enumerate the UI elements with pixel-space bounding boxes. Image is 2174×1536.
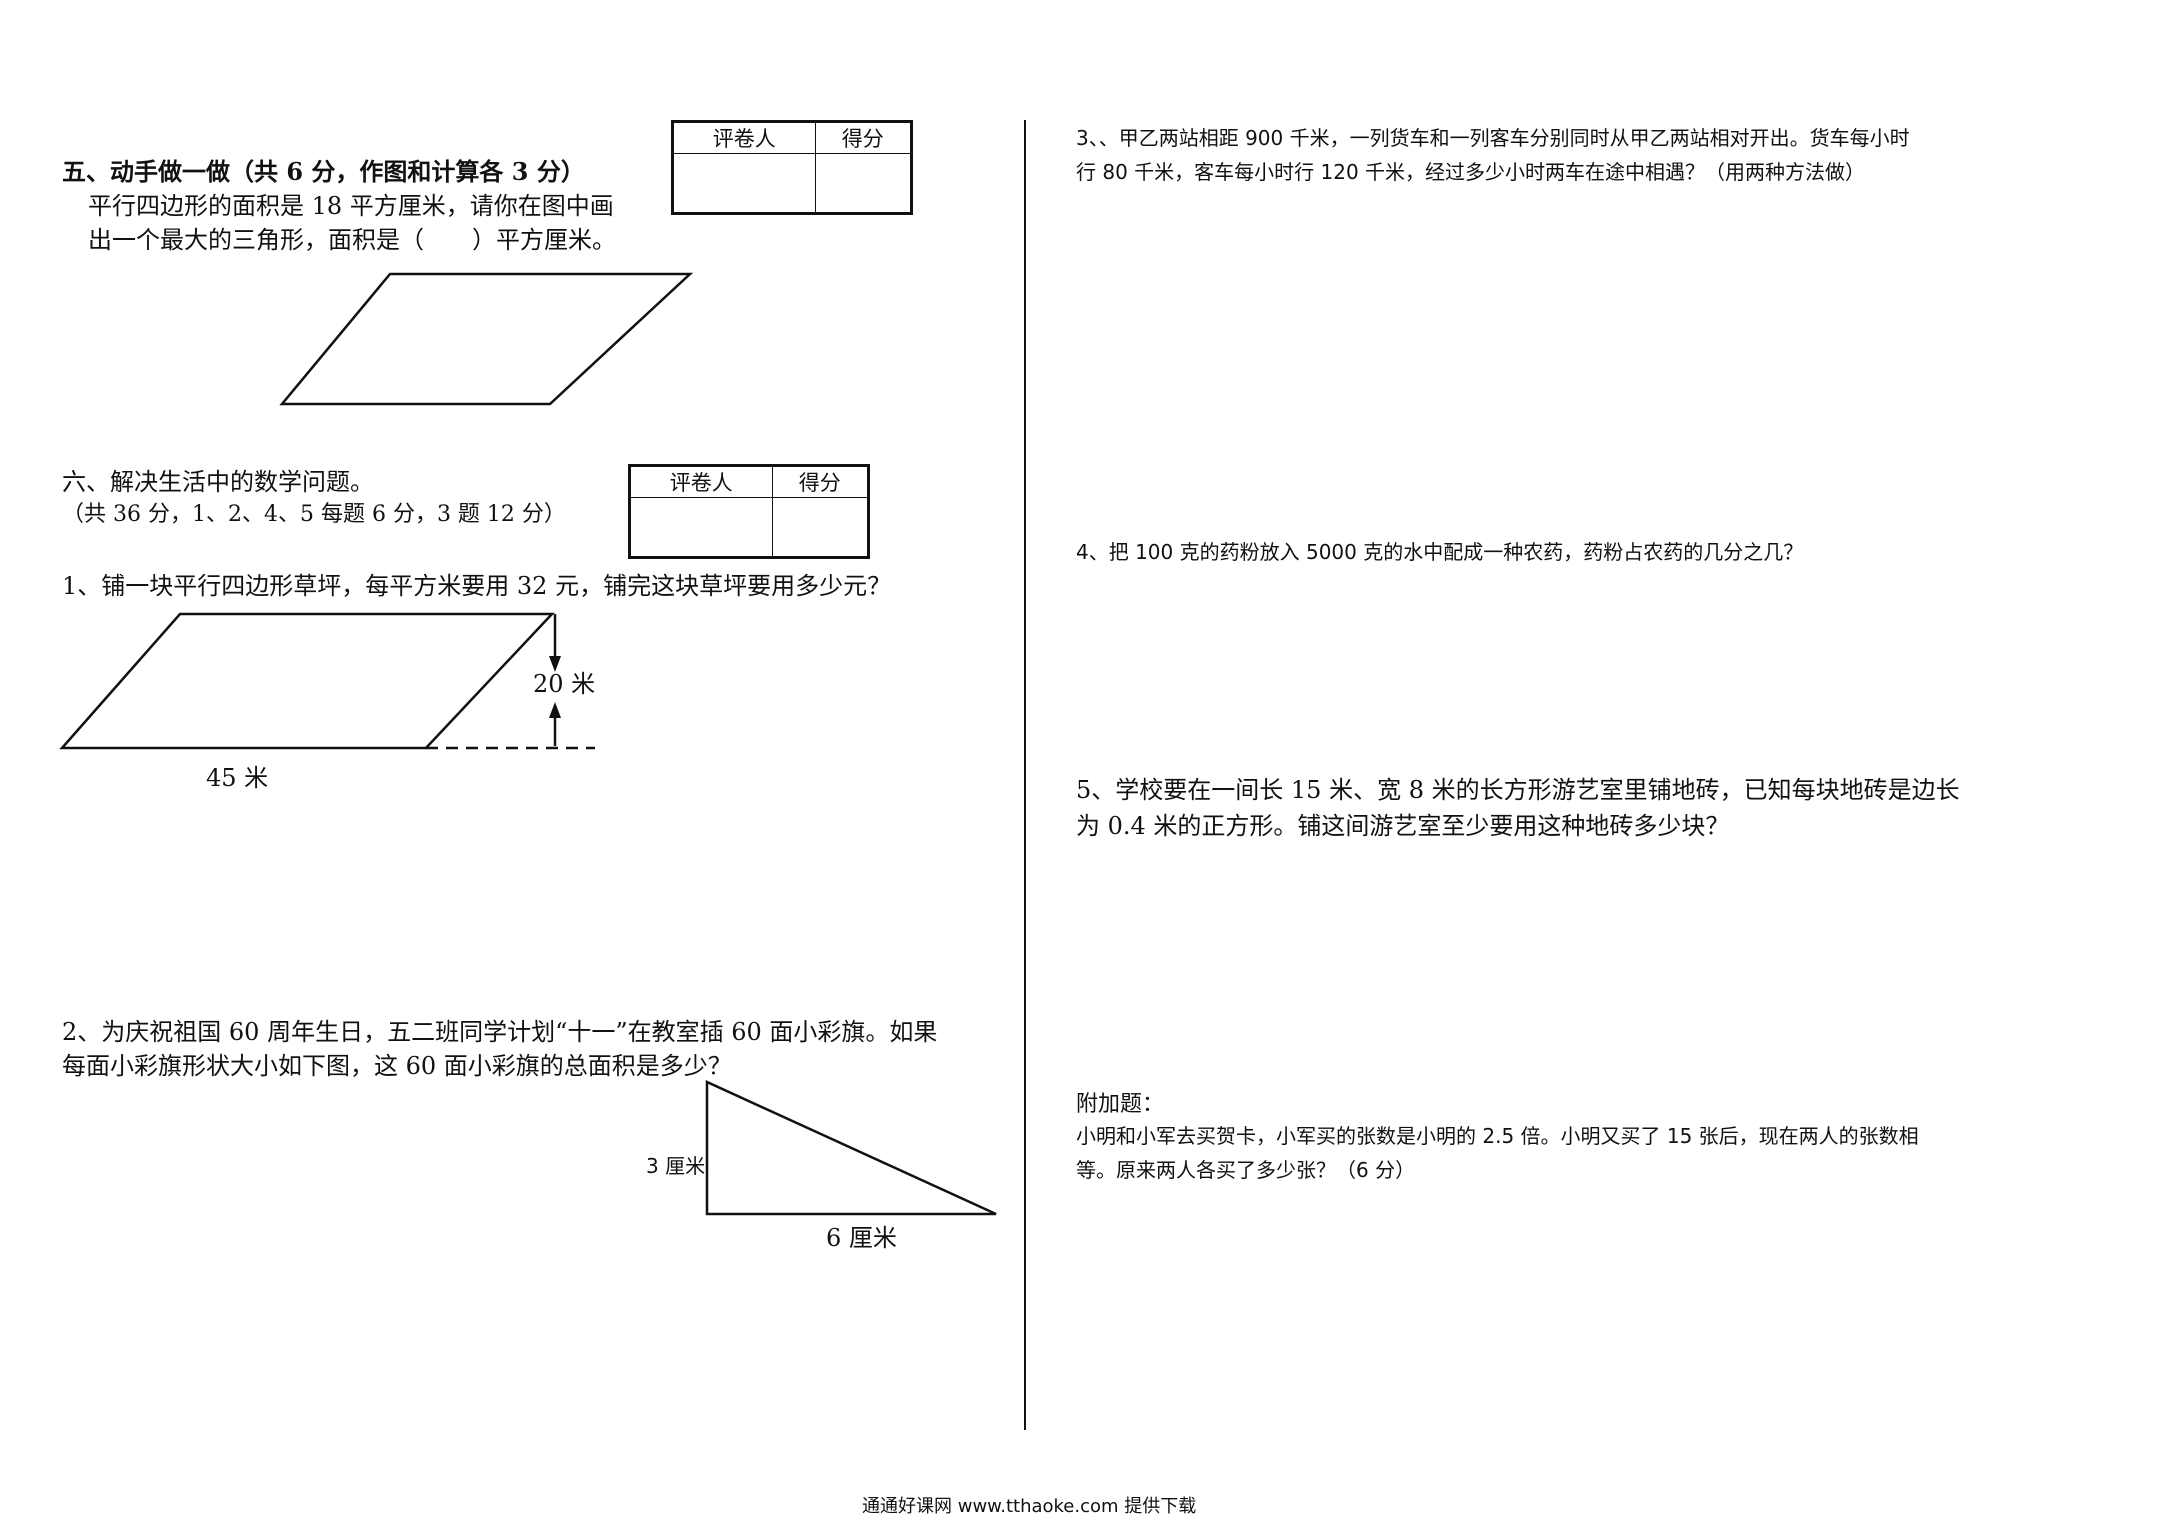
grader-header: 评卷人 (672, 121, 816, 154)
section-5-line-2: 出一个最大的三角形，面积是（ ）平方厘米。 (88, 226, 616, 254)
score-cell[interactable] (814, 153, 913, 214)
bonus-title: 附加题： (1076, 1092, 1165, 1117)
grader-cell[interactable] (629, 497, 773, 558)
grader-cell[interactable] (672, 153, 816, 214)
question-4-text: 4、把 100 克的药粉放入 5000 克的水中配成一种农药，药粉占农药的几分之… (1076, 540, 1804, 564)
question-2-line-1: 2、为庆祝祖国 60 周年生日，五二班同学计划“十一”在教室插 60 面小彩旗。… (62, 1018, 938, 1046)
question-3-line-2: 行 80 千米，客车每小时行 120 千米，经过多少小时两车在途中相遇？（用两种… (1076, 160, 1866, 184)
height-arrow-down (549, 614, 561, 672)
grader-header: 评卷人 (629, 465, 773, 498)
q2-side-label: 3 厘米 (646, 1154, 706, 1178)
section-6-subtitle: （共 36 分，1、2、4、5 每题 6 分，3 题 12 分） (62, 502, 566, 527)
bonus-line-2: 等。原来两人各买了多少张？（6 分） (1076, 1158, 1416, 1182)
question-5-line-1: 5、学校要在一间长 15 米、宽 8 米的长方形游艺室里铺地砖，已知每块地砖是边… (1076, 776, 1960, 804)
score-table-2: 评卷人 得分 (628, 464, 870, 559)
score-header: 得分 (771, 465, 870, 498)
q1-base-label: 45 米 (206, 764, 269, 792)
q2-base-label: 6 厘米 (826, 1224, 897, 1252)
question-2-line-2: 每面小彩旗形状大小如下图，这 60 面小彩旗的总面积是多少？ (62, 1052, 732, 1080)
bonus-line-1: 小明和小军去买贺卡，小军买的张数是小明的 2.5 倍。小明又买了 15 张后，现… (1076, 1124, 1919, 1148)
question-3-line-1: 3、、甲乙两站相距 900 千米，一列货车和一列客车分别同时从甲乙两站相对开出。… (1076, 126, 1910, 150)
section-5-title: 五、动手做一做（共 6 分，作图和计算各 3 分） (62, 157, 585, 186)
parallelogram-figure-sec5 (279, 272, 694, 406)
parallelogram-figure-q1 (59, 612, 555, 750)
score-table-1: 评卷人 得分 (671, 120, 913, 215)
triangle-flag-figure (705, 1080, 997, 1216)
footer-text: 通通好课网 www.tthaoke.com 提供下载 (862, 1496, 1197, 1517)
section-6-title: 六、解决生活中的数学问题。 (62, 468, 374, 496)
section-5-line-1: 平行四边形的面积是 18 平方厘米，请你在图中画 (88, 192, 614, 220)
score-header: 得分 (814, 121, 913, 154)
score-cell[interactable] (771, 497, 870, 558)
question-5-line-2: 为 0.4 米的正方形。铺这间游艺室至少要用这种地砖多少块？ (1076, 812, 1730, 840)
question-1-text: 1、铺一块平行四边形草坪，每平方米要用 32 元，铺完这块草坪要用多少元？ (62, 572, 892, 600)
height-arrow-up (549, 702, 561, 746)
q1-height-label: 20 米 (533, 670, 596, 698)
